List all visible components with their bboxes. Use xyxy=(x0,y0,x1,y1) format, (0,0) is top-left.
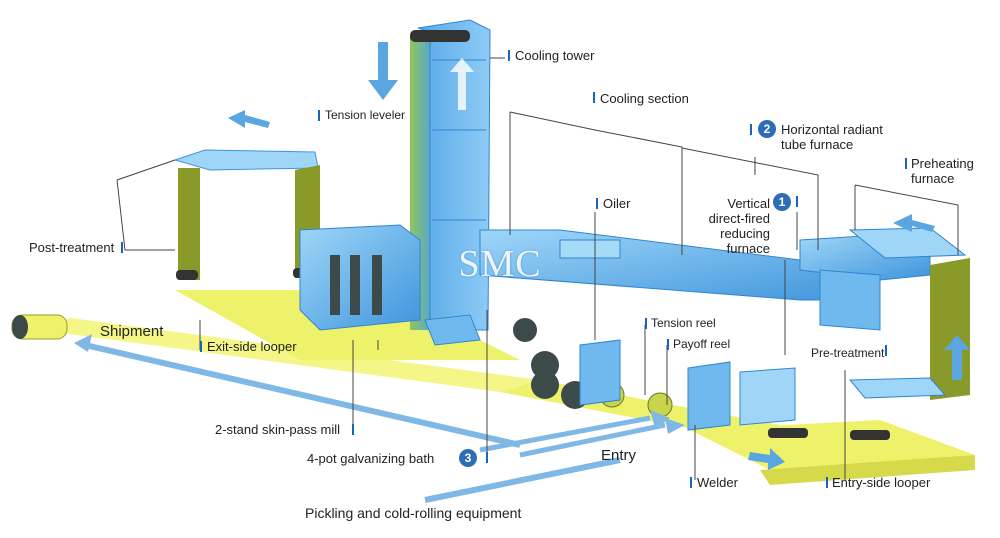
cooling-tower-tick xyxy=(508,50,510,61)
vertical-furnace-tick xyxy=(796,196,798,207)
post-treatment-tick xyxy=(121,242,123,253)
watermark: SMC xyxy=(458,243,542,285)
tension-leveler-block xyxy=(299,224,481,346)
tension-leveler-tick xyxy=(318,110,320,121)
preheating-furnace-label: Preheating furnace xyxy=(911,156,974,186)
galvanizing-bath-tick xyxy=(486,452,488,463)
pre-treatment-label: Pre-treatment xyxy=(811,346,885,360)
oiler-label: Oiler xyxy=(603,196,631,211)
tension-reel-label: Tension reel xyxy=(651,316,716,330)
welder-label: Welder xyxy=(697,475,738,490)
payoff-reel-tick xyxy=(667,339,669,350)
skin-pass-mill-label: 2-stand skin-pass mill xyxy=(215,422,340,437)
galvanizing-bath-badge: 3 xyxy=(459,449,477,467)
horizontal-furnace-badge: 2 xyxy=(758,120,776,138)
tension-reel-tick xyxy=(645,318,647,329)
cooling-tower-label: Cooling tower xyxy=(515,48,595,63)
galvanizing-bath-label: 4-pot galvanizing bath xyxy=(307,451,435,466)
horizontal-furnace-tick xyxy=(750,124,752,135)
flow-arrows xyxy=(74,42,970,503)
preheating-furnace-tick xyxy=(905,158,907,169)
oiler-tick xyxy=(596,198,598,209)
entry-looper-tick xyxy=(826,477,828,488)
tension-leveler-label: Tension leveler xyxy=(325,108,406,122)
furnace-line xyxy=(479,229,931,331)
pre-treatment-tick xyxy=(885,345,887,356)
vertical-furnace-badge: 1 xyxy=(773,193,791,211)
post-treatment-label: Post-treatment xyxy=(29,240,115,255)
exit-looper-tick xyxy=(200,341,202,352)
welder-tick xyxy=(690,477,692,488)
oiler-welder xyxy=(579,339,796,431)
pickling-label: Pickling and cold-rolling equipment xyxy=(305,505,522,521)
exit-side-looper xyxy=(173,149,320,280)
cooling-section-tick xyxy=(593,92,595,103)
skin-pass-mill-tick xyxy=(352,424,354,435)
exit-looper-label: Exit-side looper xyxy=(207,339,297,354)
shipment-label: Shipment xyxy=(100,323,164,340)
payoff-reel-label: Payoff reel xyxy=(673,337,731,351)
entry-looper-label: Entry-side looper xyxy=(832,475,931,490)
vertical-furnace-label: Vertical direct-fired reducing furnace xyxy=(708,196,770,256)
cooling-section-label: Cooling section xyxy=(600,91,689,106)
horizontal-furnace-label: Horizontal radiant tube furnace xyxy=(781,122,883,152)
entry-label: Entry xyxy=(601,447,637,464)
